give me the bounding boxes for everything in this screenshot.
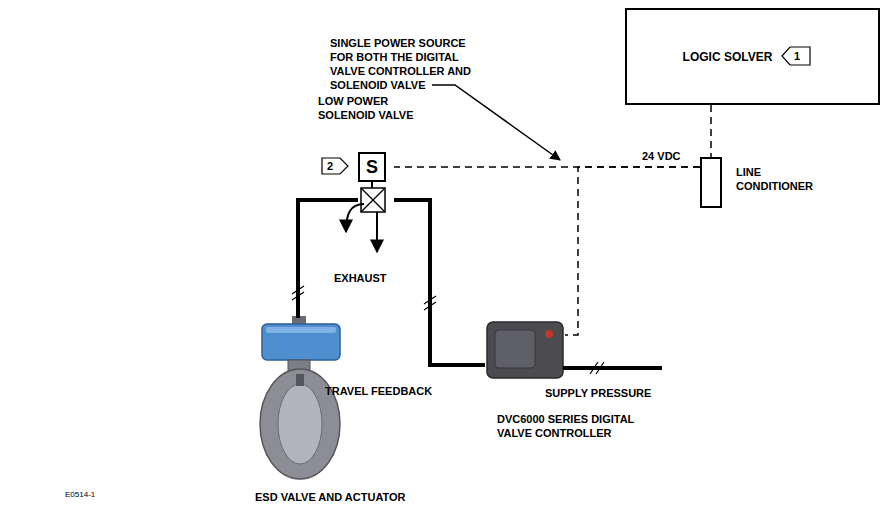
- box-title: LOGIC SOLVER: [683, 50, 773, 64]
- callout-number: 2: [327, 159, 333, 173]
- callout-flag: [782, 47, 810, 65]
- component-label: DVC6000 SERIES DIGITAL VALVE CONTROLLER: [497, 412, 667, 440]
- pneumatic-line: [394, 200, 485, 365]
- line-conditioner: LINE CONDITIONER: [700, 157, 722, 208]
- drawing-number: E0514-1: [65, 488, 95, 502]
- controller-cover: [495, 330, 535, 368]
- exhaust-arrow: [376, 212, 378, 252]
- exhaust-arrow: [346, 204, 364, 232]
- actuator-highlight: [266, 327, 336, 333]
- callout-number: 1: [794, 49, 800, 63]
- valve-symbol: [361, 188, 385, 212]
- note-text: SINGLE POWER SOURCE FOR BOTH THE DIGITAL…: [330, 36, 485, 92]
- actuator: [262, 324, 340, 360]
- flow-label: EXHAUST: [334, 271, 387, 285]
- supply-line: [563, 366, 662, 370]
- power-wire: [394, 166, 700, 168]
- power-wire: [565, 167, 700, 335]
- signal-label: TRAVEL FEEDBACK: [325, 384, 432, 398]
- solenoid-valve: LOW POWER SOLENOID VALVES: [358, 152, 394, 212]
- component-label: ESD VALVE AND ACTUATOR: [255, 490, 406, 504]
- component-label: LINE CONDITIONER: [736, 165, 820, 193]
- controller-indicator: [545, 330, 553, 338]
- valve-stem: [296, 374, 304, 386]
- solenoid-stem: [371, 182, 373, 188]
- valve-symbol: [361, 188, 385, 212]
- valve-symbol: [361, 188, 385, 212]
- controller-housing: [487, 322, 563, 378]
- line-label: SUPPLY PRESSURE: [545, 386, 651, 400]
- valve-body: [260, 369, 340, 479]
- solenoid-symbol: S: [358, 152, 386, 182]
- esd-valve: ESD VALVE AND ACTUATOR: [255, 318, 345, 482]
- callout-flag: [322, 158, 348, 174]
- component-label: LOW POWER SOLENOID VALVE: [318, 94, 430, 122]
- digital-valve-controller: DVC6000 SERIES DIGITAL VALVE CONTROLLER: [485, 318, 565, 380]
- valve-disc: [278, 384, 322, 464]
- logic-solver-box: LOGIC SOLVER: [625, 8, 880, 105]
- power-wire: [710, 105, 712, 157]
- signal-label: 24 VDC: [640, 149, 683, 163]
- pneumatic-line: [298, 200, 358, 318]
- pneumatic-hatch: [590, 362, 604, 374]
- leader-line: [432, 85, 560, 160]
